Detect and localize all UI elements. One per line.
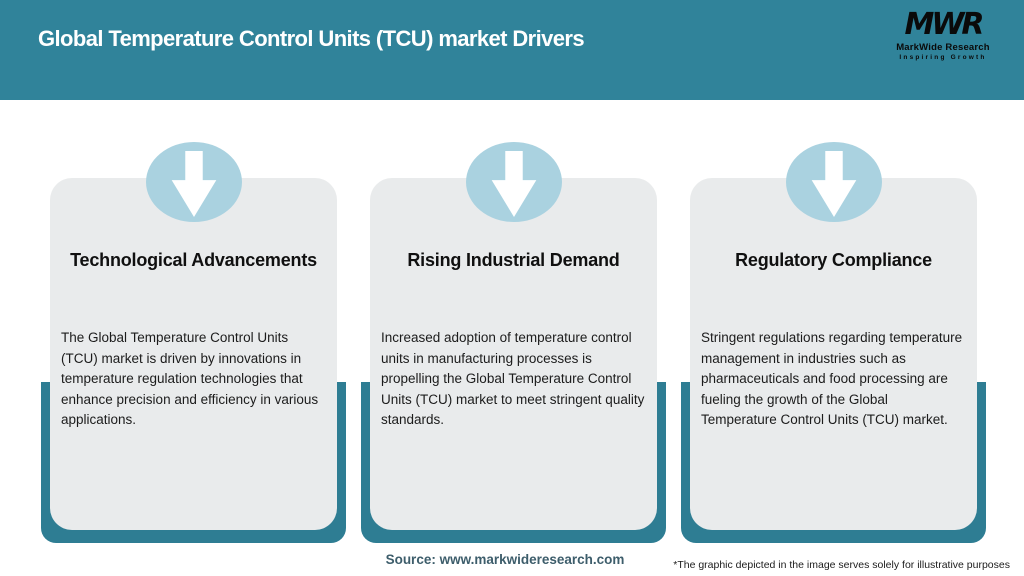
markwide-logo: MWR MarkWide Research Inspiring Growth	[876, 9, 1010, 61]
arrow-down-icon	[171, 151, 217, 217]
card-body-text: Stringent regulations regarding temperat…	[701, 330, 963, 427]
arrow-circle	[466, 142, 562, 222]
arrow-circle	[146, 142, 242, 222]
header-bar: Global Temperature Control Units (TCU) m…	[0, 0, 1024, 100]
arrow-down-icon	[491, 151, 537, 217]
driver-card-technological-advancements: Technological Advancements The Global Te…	[50, 178, 337, 530]
driver-card-regulatory-compliance: Regulatory Compliance Stringent regulati…	[690, 178, 977, 530]
arrow-circle	[786, 142, 882, 222]
card-body-text: The Global Temperature Control Units (TC…	[61, 330, 319, 427]
card-body-text: Increased adoption of temperature contro…	[381, 330, 645, 427]
card-title: Technological Advancements	[70, 250, 317, 270]
source-text: Source: www.markwideresearch.com	[385, 552, 625, 567]
disclaimer-text: *The graphic depicted in the image serve…	[673, 559, 1010, 571]
driver-card-rising-industrial-demand: Rising Industrial Demand Increased adopt…	[370, 178, 657, 530]
logo-tagline: Inspiring Growth	[899, 53, 987, 61]
logo-brand-name: MarkWide Research	[896, 42, 990, 53]
card-title: Regulatory Compliance	[735, 250, 932, 270]
card-title: Rising Industrial Demand	[407, 250, 620, 270]
page-title: Global Temperature Control Units (TCU) m…	[38, 26, 585, 51]
logo-monogram: MWR	[904, 7, 984, 42]
arrow-down-icon	[811, 151, 857, 217]
